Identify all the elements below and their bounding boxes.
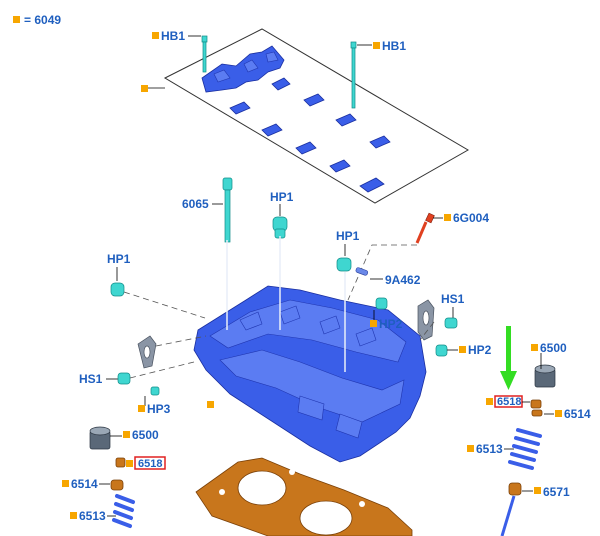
valve-seal-right xyxy=(508,482,522,496)
callout-6518-left: 6518 xyxy=(138,458,162,470)
cylinder-head xyxy=(193,285,427,463)
valve-seal-left xyxy=(110,479,124,491)
hp3-plug xyxy=(150,386,160,396)
highlight-box-left xyxy=(134,456,166,470)
valve-spring-left xyxy=(112,494,135,528)
callout-9a462: 9A462 xyxy=(385,273,421,287)
hp1-left-plug xyxy=(110,282,125,297)
callout-6514-right: 6514 xyxy=(564,407,591,421)
callout-hb1-left: HB1 xyxy=(161,29,185,43)
lifting-eye-right xyxy=(417,299,435,341)
hp2-outer-plug xyxy=(435,344,448,357)
panel-marker-icon xyxy=(141,85,148,92)
callout-hb1-right: HB1 xyxy=(382,39,406,53)
callout-hp1-left: HP1 xyxy=(107,252,131,266)
cam-carrier xyxy=(201,45,285,93)
callout-6g004: 6G004 xyxy=(453,211,489,225)
hs1-left-stud xyxy=(117,372,131,385)
callout-hp1-right: HP1 xyxy=(336,229,360,243)
callout-hp1-center: HP1 xyxy=(270,190,294,204)
bearing-caps xyxy=(229,77,391,193)
valve-tappet-left xyxy=(89,426,111,450)
head-gasket xyxy=(195,457,413,536)
callout-hp3: HP3 xyxy=(147,402,171,416)
hp2-inner-plug xyxy=(375,297,388,310)
callout-hs1-right: HS1 xyxy=(441,292,465,306)
bearing-cap-panel xyxy=(163,28,469,204)
head-bolt-6065 xyxy=(222,177,233,243)
callout-hp2-outer: HP2 xyxy=(468,343,492,357)
callout-6065: 6065 xyxy=(182,197,209,211)
legend-label: = 6049 xyxy=(24,13,61,27)
valve-tappet-right xyxy=(534,364,556,388)
lifting-eye-left xyxy=(137,335,157,369)
callout-6518-right: 6518 xyxy=(497,396,521,408)
highlight-arrow-icon xyxy=(500,326,517,390)
callout-hs1-left: HS1 xyxy=(79,372,103,386)
callout-hp2-inner: HP2 xyxy=(379,317,403,331)
hp1-center-plug xyxy=(272,216,288,239)
valve-spring-right xyxy=(508,428,542,470)
hp1-right-plug xyxy=(336,257,352,272)
valve-keeper-left xyxy=(115,457,126,468)
callout-6500-right: 6500 xyxy=(540,341,567,355)
callout-6514-left: 6514 xyxy=(71,477,98,491)
callout-6513-right: 6513 xyxy=(476,442,503,456)
callout-6500-left: 6500 xyxy=(132,428,159,442)
part-9a462 xyxy=(355,267,369,276)
highlight-box-right xyxy=(494,395,523,408)
valve-keeper-right xyxy=(530,399,543,417)
callout-6571: 6571 xyxy=(543,485,570,499)
hb1-right-bolt xyxy=(350,41,357,109)
sensor-6g004 xyxy=(415,212,435,244)
hb1-left-bolt xyxy=(201,35,208,73)
legend-marker-icon xyxy=(13,16,20,23)
hs1-right-stud xyxy=(444,317,458,329)
callout-6513-left: 6513 xyxy=(79,509,106,523)
valve-stem-right xyxy=(500,495,516,536)
